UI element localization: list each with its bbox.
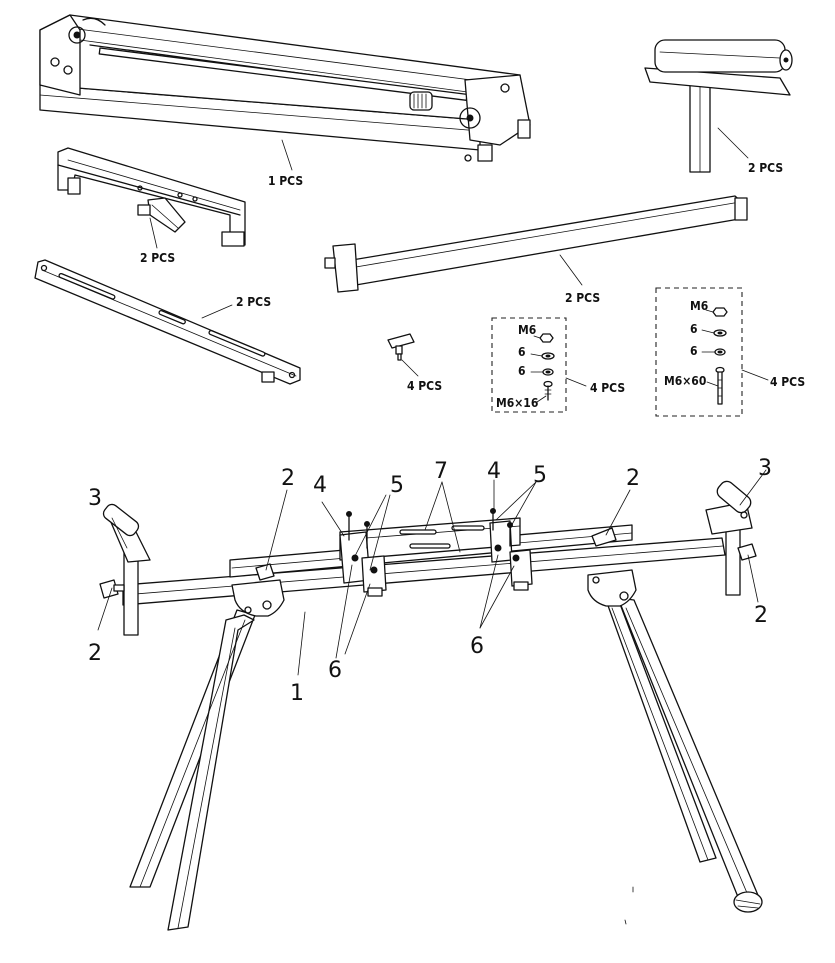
hardware-kit-short: M6 6 6 M6×16 bbox=[492, 318, 566, 412]
extension-arm-qty: 2 PCS bbox=[565, 291, 600, 305]
knob-part bbox=[388, 334, 414, 360]
callout-4-right: 4 bbox=[487, 459, 501, 484]
mounting-bracket-qty: 2 PCS bbox=[140, 251, 175, 265]
roller-support-part bbox=[645, 40, 792, 172]
callout-6-right: 6 bbox=[470, 634, 484, 659]
callout-2-right-top: 2 bbox=[626, 466, 640, 491]
slotted-rail-part bbox=[35, 260, 300, 384]
hardware-kit-long: M6 6 6 M6×60 bbox=[656, 288, 742, 416]
callout-4-left: 4 bbox=[313, 473, 327, 498]
hw-long-bolt: M6×60 bbox=[664, 374, 706, 388]
extension-arm-part bbox=[325, 196, 747, 292]
main-frame-part bbox=[40, 15, 530, 161]
callout-2-left-top: 2 bbox=[281, 466, 295, 491]
hw-short-washer-2: 6 bbox=[518, 364, 526, 378]
hw-short-nut: M6 bbox=[518, 323, 536, 337]
callout-leaders bbox=[98, 470, 766, 675]
hw-long-nut: M6 bbox=[690, 299, 708, 313]
slotted-rail-qty: 2 PCS bbox=[236, 295, 271, 309]
hw-short-bolt: M6×16 bbox=[496, 396, 538, 410]
callout-6-left: 6 bbox=[328, 658, 342, 683]
main-frame-qty: 1 PCS bbox=[268, 174, 303, 188]
callout-3-left: 3 bbox=[88, 486, 102, 511]
callout-5-left: 5 bbox=[390, 473, 404, 498]
callout-3-right: 3 bbox=[758, 456, 772, 481]
hardware-kit-short-qty: 4 PCS bbox=[590, 381, 625, 395]
assembled-stand bbox=[100, 479, 762, 930]
callout-2-left-bottom: 2 bbox=[88, 641, 102, 666]
hw-short-washer-1: 6 bbox=[518, 345, 526, 359]
callout-7: 7 bbox=[434, 459, 448, 484]
hw-long-washer-1: 6 bbox=[690, 322, 698, 336]
knob-qty: 4 PCS bbox=[407, 379, 442, 393]
hardware-kit-long-qty: 4 PCS bbox=[770, 375, 805, 389]
callout-5-right: 5 bbox=[533, 463, 547, 488]
roller-support-qty: 2 PCS bbox=[748, 161, 783, 175]
hw-long-washer-2: 6 bbox=[690, 344, 698, 358]
callout-1: 1 bbox=[290, 681, 304, 706]
callout-2-right-bottom: 2 bbox=[754, 603, 768, 628]
mounting-bracket-part bbox=[58, 148, 245, 246]
